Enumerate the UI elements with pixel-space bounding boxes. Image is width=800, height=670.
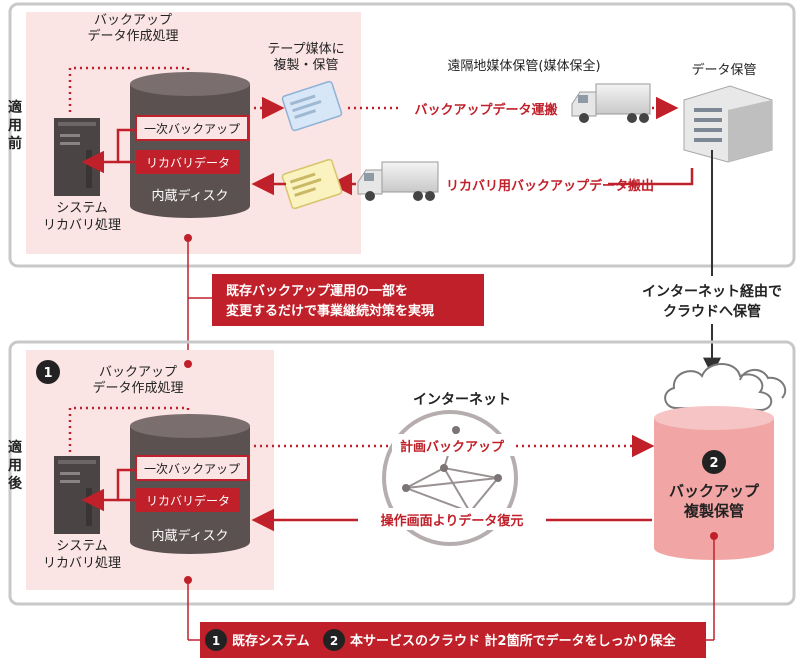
- before-system-recovery-line1: システム: [56, 201, 108, 216]
- before-system-recovery-line2: リカバリ処理: [43, 218, 121, 233]
- restore-label: 操作画面よりデータ復元: [381, 513, 524, 529]
- after-backup-create-line2: データ作成処理: [92, 380, 183, 396]
- footer-bar: [200, 622, 706, 658]
- after-panel: [8, 340, 796, 606]
- footer-dot-right: [710, 532, 718, 540]
- callout-box: [212, 274, 484, 326]
- scheduled-label: 計画バックアップ: [400, 439, 505, 455]
- after-disk-name: 内蔵ディスク: [151, 528, 228, 544]
- after-disk-primary-box: [135, 455, 249, 481]
- connector-dot-bottom-2: [184, 360, 192, 368]
- after-badge1: [36, 360, 60, 384]
- after-disk-primary-label: 一次バックアップ: [144, 462, 240, 476]
- cloud-icon: [664, 363, 787, 412]
- before-recovery-arrow: [81, 128, 136, 174]
- before-disk-primary-label: 一次バックアップ: [144, 122, 240, 136]
- svg-text:用: 用: [8, 458, 22, 474]
- svg-text:用: 用: [8, 118, 22, 134]
- cloud-storage-line1: バックアップ: [669, 482, 760, 500]
- before-disk-recovery-box: [136, 150, 240, 174]
- footer-item1: 既存システム: [232, 633, 310, 649]
- scheduled-label-bg: [392, 434, 514, 456]
- before-tape-copy-line1: テープ媒体に: [267, 42, 344, 57]
- after-disk-recovery-label: リカバリデータ: [146, 493, 230, 508]
- footer-badge2-text: 2: [330, 634, 338, 648]
- footer-dot-left: [184, 576, 192, 584]
- svg-text:適: 適: [8, 99, 22, 116]
- truck-icon-2: [357, 161, 439, 201]
- after-badge2-text: 2: [709, 456, 718, 471]
- before-disk-primary-box: [135, 115, 249, 141]
- before-retrieval-line: [608, 168, 694, 186]
- internet-label: インターネット: [413, 392, 511, 408]
- after-side-label: 適 用 後: [8, 439, 23, 492]
- svg-text:後: 後: [8, 475, 23, 492]
- via-internet-line1: インターネット経由で: [642, 283, 782, 300]
- cloud-storage-icon: [654, 406, 774, 560]
- svg-text:前: 前: [8, 135, 22, 152]
- via-internet-bg: [630, 276, 798, 324]
- svg-text:適: 適: [8, 439, 22, 456]
- via-internet-line2: クラウドへ保管: [663, 303, 761, 320]
- tape-media-icon: [281, 80, 343, 132]
- footer-badge1: [205, 629, 227, 651]
- before-backup-create-line1: バックアップ: [94, 13, 172, 28]
- after-badge2: [702, 450, 726, 474]
- before-backup-create-arrow: [68, 66, 200, 115]
- before-disk-recovery-label: リカバリデータ: [146, 155, 230, 170]
- after-backup-create-line1: バックアップ: [99, 365, 177, 380]
- after-system-recovery-line1: システム: [56, 539, 108, 554]
- footer-badge1-text: 1: [212, 634, 220, 648]
- building-icon: [683, 85, 773, 163]
- callout-line1: 既存バックアップ運用の一部を: [226, 283, 408, 299]
- after-recovery-arrow: [81, 468, 136, 512]
- before-disk-name: 内蔵ディスク: [151, 188, 228, 204]
- restore-label-bg: [360, 508, 546, 530]
- tape-media-icon-2: [281, 158, 343, 210]
- truck-icon: [571, 83, 651, 123]
- before-remote-storage-label: 遠隔地媒体保管(媒体保全): [447, 58, 600, 74]
- after-server-icon: [54, 456, 100, 534]
- before-data-storage-label: データ保管: [691, 62, 756, 78]
- connector-dot-top: [184, 234, 192, 242]
- before-tape-copy-line2: 複製・保管: [273, 57, 338, 73]
- after-system-recovery-line2: リカバリ処理: [43, 556, 121, 571]
- cloud-storage-line2: 複製保管: [683, 502, 744, 520]
- before-retrieval-label: リカバリ用バックアップデータ搬出: [446, 178, 654, 194]
- before-side-label: 適 用 前: [8, 99, 22, 152]
- after-badge1-text: 1: [43, 366, 52, 381]
- before-transport-label: バックアップデータ運搬: [414, 102, 557, 118]
- after-disk-recovery-box: [136, 488, 240, 512]
- before-server-icon: [54, 118, 100, 196]
- before-backup-create-line2: データ作成処理: [87, 28, 178, 44]
- callout-line2: 変更するだけで事業継続対策を実現: [226, 303, 434, 319]
- footer-item2: 本サービスのクラウド 計2箇所でデータをしっかり保全: [350, 633, 677, 649]
- footer-badge2: [323, 629, 345, 651]
